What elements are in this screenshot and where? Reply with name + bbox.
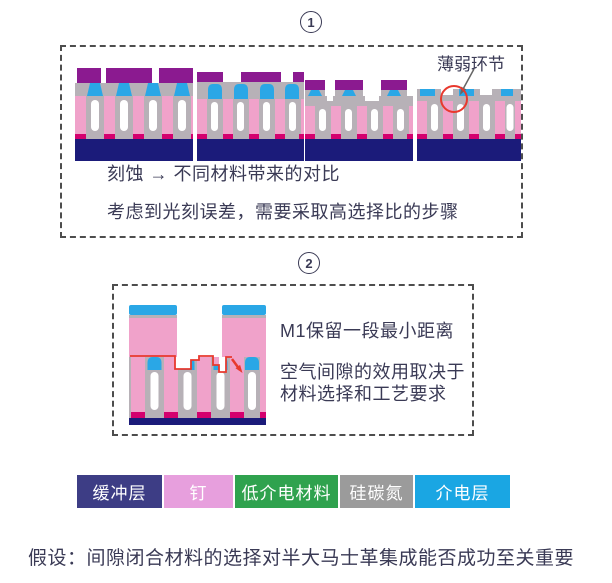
legend-item-sicn: 硅碳氮: [340, 475, 413, 508]
legend-item-dielectric-layer: 介电层: [415, 475, 510, 508]
hardmask-caps: [77, 68, 193, 83]
etch-stage-1-diagram: [75, 68, 193, 161]
via-dots: [75, 134, 193, 139]
etch-stage-2-diagram: [197, 72, 304, 161]
via-dots: [305, 134, 413, 139]
via-dots: [131, 412, 266, 418]
dielectric-caps: [308, 90, 401, 96]
air-slots: [150, 372, 256, 410]
dielectric-caps: [87, 83, 190, 96]
buffer-layer: [129, 418, 266, 425]
step-2-caption-line-2: 空气间隙的效用取决于: [280, 362, 465, 382]
step-2-caption-line-3: 材料选择和工艺要求: [280, 384, 447, 404]
etch-notches: [327, 96, 379, 101]
buffer-layer: [75, 139, 193, 161]
hardmask-caps: [197, 72, 304, 82]
via-dots: [197, 134, 304, 139]
weak-link-pointer-arrow: [461, 68, 475, 92]
gap-arrowhead-icon: [235, 364, 243, 373]
hypothesis-caption: 假设：间隙闭合材料的选择对半大马士革集成能否成功至关重要: [28, 548, 575, 569]
legend-item-low-k-material: 低介电材料: [235, 475, 338, 508]
etch-stage-3-diagram: [305, 80, 413, 161]
air-slots: [319, 109, 404, 131]
air-slots: [431, 104, 514, 131]
step-1-panel: 薄弱环节 刻蚀 → 不同材料带来的对比 考虑到光刻误差，需要采取高选择比的步骤: [60, 45, 523, 238]
etch-stage-4-diagram: [417, 68, 521, 161]
liner-contour-line: [130, 355, 232, 373]
step-2-badge: 2: [298, 252, 320, 274]
air-slots: [211, 102, 296, 131]
weak-link-circle-marker: [440, 85, 468, 113]
buffer-layer: [305, 139, 413, 161]
step-1-caption-line-1: 刻蚀 → 不同材料带来的对比: [107, 164, 341, 184]
weak-link-label: 薄弱环节: [437, 55, 505, 74]
etch-notches: [441, 89, 492, 95]
legend-item-pin: 钉: [164, 475, 233, 508]
step-1-badge: 1: [300, 11, 322, 33]
dielectric-caps: [208, 84, 299, 99]
step-1-caption-line-2: 考虑到光刻误差，需要采取高选择比的步骤: [107, 202, 459, 222]
airgap-closure-diagram: [129, 305, 266, 425]
buffer-layer: [197, 139, 304, 161]
via-dots: [417, 134, 521, 139]
air-slots: [91, 100, 186, 131]
dielectric-caps: [420, 89, 513, 96]
legend-item-buffer-layer: 缓冲层: [77, 475, 162, 508]
step-2-caption-line-1: M1保留一段最小距离: [280, 321, 455, 341]
step-2-panel: M1保留一段最小距离 空气间隙的效用取决于 材料选择和工艺要求: [112, 284, 474, 436]
buffer-layer: [417, 139, 521, 161]
m1-tower-right: [222, 305, 266, 357]
etch-notches: [175, 357, 226, 372]
m1-tower-left: [129, 305, 177, 357]
